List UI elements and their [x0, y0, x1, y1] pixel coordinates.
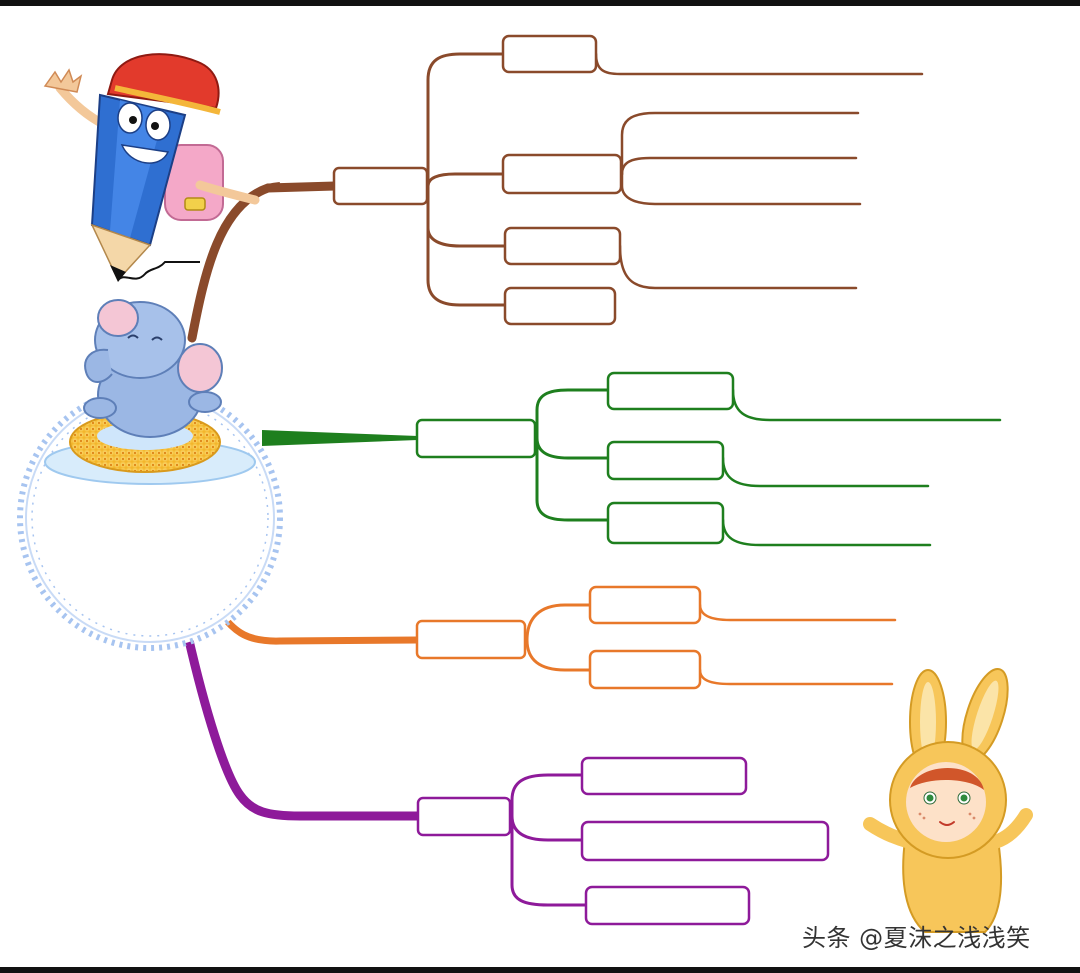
purple-nodes	[416, 756, 830, 926]
purple-branch-node[interactable]	[416, 796, 512, 837]
green-nodes	[415, 371, 735, 545]
branch-purple-main	[183, 631, 423, 821]
orange-nodes	[415, 585, 702, 690]
branch-orange-main	[218, 611, 422, 645]
purple-subtree	[510, 773, 588, 907]
orange-subtree	[525, 603, 897, 686]
elephant-in-swim-ring-icon	[69, 299, 223, 473]
brown-child-node-2[interactable]	[501, 153, 623, 195]
brown-branch-node[interactable]	[332, 166, 429, 206]
watermark-text: 头条 @夏沫之浅浅笑	[802, 924, 1031, 952]
purple-child-node-3[interactable]	[584, 885, 751, 926]
branch-green-main	[262, 430, 418, 446]
green-subtree	[535, 388, 1002, 547]
green-child-node-2[interactable]	[606, 440, 725, 481]
orange-child-node-1[interactable]	[588, 585, 702, 625]
brown-child-node-1[interactable]	[501, 34, 598, 74]
orange-child-node-2[interactable]	[588, 649, 702, 690]
top-frame-bar	[0, 0, 1080, 6]
orange-branch-node[interactable]	[415, 619, 527, 660]
green-child-node-1[interactable]	[606, 371, 735, 411]
purple-child-node-2[interactable]	[580, 820, 830, 862]
green-child-node-3[interactable]	[606, 501, 725, 545]
pencil-mascot-icon	[43, 53, 260, 282]
brown-child-node-3[interactable]	[503, 226, 622, 266]
purple-child-node-1[interactable]	[580, 756, 748, 796]
brown-nodes	[332, 34, 623, 326]
brown-child-node-4[interactable]	[503, 286, 617, 326]
bottom-frame-bar	[0, 967, 1080, 973]
green-branch-node[interactable]	[415, 418, 537, 459]
rabbit-mascot-icon	[863, 668, 1033, 933]
